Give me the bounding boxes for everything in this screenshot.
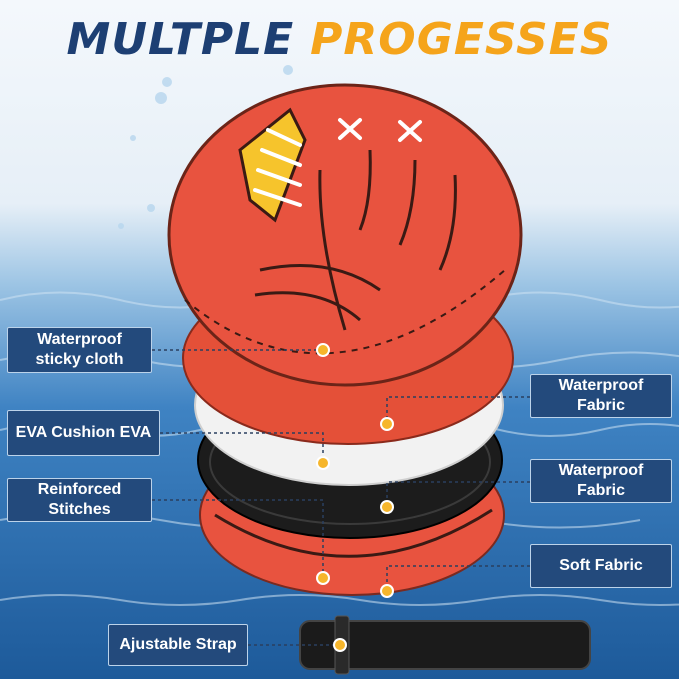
callout-dot-fabric-2 bbox=[380, 500, 394, 514]
page-title: MULTPLE PROGESSES bbox=[0, 14, 679, 65]
callout-dot-eva bbox=[316, 456, 330, 470]
adjustable-strap-image bbox=[299, 615, 591, 675]
label-adjustable-strap: Ajustable Strap bbox=[108, 624, 248, 666]
label-waterproof-fabric-2: Waterproof Fabric bbox=[530, 459, 672, 503]
label-waterproof-sticky-cloth: Waterproof sticky cloth bbox=[7, 327, 152, 373]
label-reinforced-stitches: Reinforced Stitches bbox=[7, 478, 152, 522]
callout-dot-soft-fabric bbox=[380, 584, 394, 598]
callout-dot-fabric-1 bbox=[380, 417, 394, 431]
label-eva-cushion: EVA Cushion EVA bbox=[7, 410, 160, 456]
title-word-accent: PROGESSES bbox=[310, 14, 613, 65]
callout-dot-sticky-cloth bbox=[316, 343, 330, 357]
title-word-primary: MULTPLE bbox=[66, 14, 295, 65]
callout-dot-strap bbox=[333, 638, 347, 652]
callout-dot-stitches bbox=[316, 571, 330, 585]
label-waterproof-fabric-1: Waterproof Fabric bbox=[530, 374, 672, 418]
label-soft-fabric: Soft Fabric bbox=[530, 544, 672, 588]
glove-top-disk bbox=[167, 83, 523, 387]
